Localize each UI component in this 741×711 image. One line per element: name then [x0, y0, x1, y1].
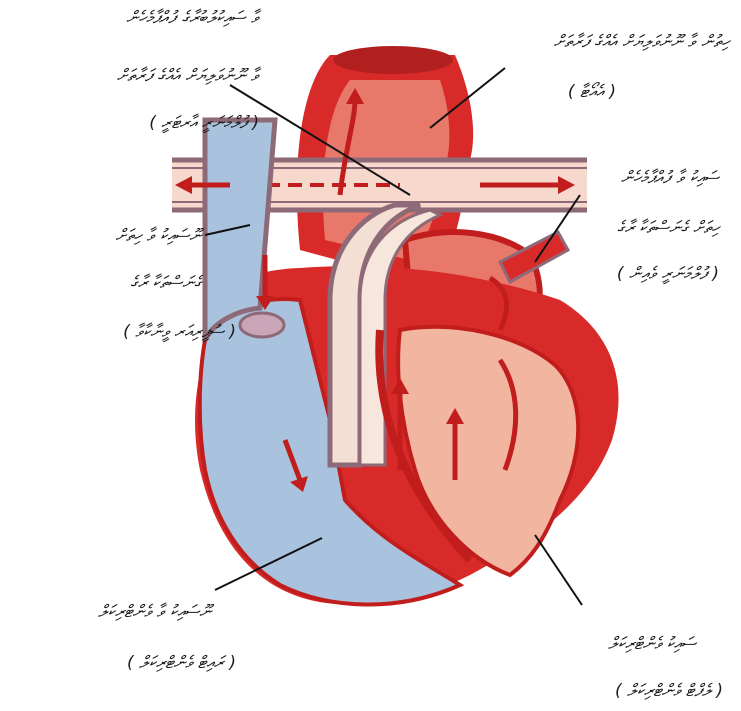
aorta-top-opening [333, 46, 453, 74]
label-bottom-right-line2: ( ލެފްޓް ވެންޓްރިކަލް ) [615, 683, 723, 700]
label-bottom-right-line1: ސައިކު ވެންޓްރިކަލް [608, 636, 696, 653]
label-top-left-line1: ވާ ސައިކުލުބުރާގެ ފުއްޕާމެހެން [126, 10, 259, 27]
tricuspid-valve [240, 313, 284, 337]
label-left-mid-line1: ނޫސައިކު ވާ ހިތަށް [115, 228, 201, 245]
label-bottom-left-line1: ނޫސައިކު ވާ ވެންޓްރިކަލް [98, 604, 211, 621]
label-top-left-line3: ( ފުލްމަނަރީ އާރޓަރީ ) [149, 115, 259, 132]
label-right-mid-line2: ހިތަށް ގެނަސްތަކާ ރާގެ [617, 220, 719, 237]
label-top-left-line2: ވާ ނޫނުވަލިޔަށް އެއްގެ ފަރާތަށް [117, 68, 259, 85]
label-top-right-line2: ( އެއޯޓާ ) [568, 84, 616, 101]
label-right-mid-line1: ސައިކު ވާ ފުއްޕާމެހެން [621, 170, 719, 187]
pointer-bottom-right [535, 535, 582, 605]
label-bottom-left-line2: ( ރައިޓް ވެންޓްރިކަލް ) [127, 655, 236, 672]
label-top-right-line1: ހިތުން ވާ ނޫނުވަލިޔަށް އެއްގެ ފަރާތަށް [554, 34, 729, 51]
label-right-mid-line3: ( ފުލްމަނަރީ ވެއިން ) [617, 266, 719, 283]
label-left-mid-line2: ގެނަސްތަކާ ރާގެ [130, 275, 201, 292]
label-left-mid-line3: ( ސުޕީރިއަރ ވީނާކާވާ ) [123, 324, 236, 341]
